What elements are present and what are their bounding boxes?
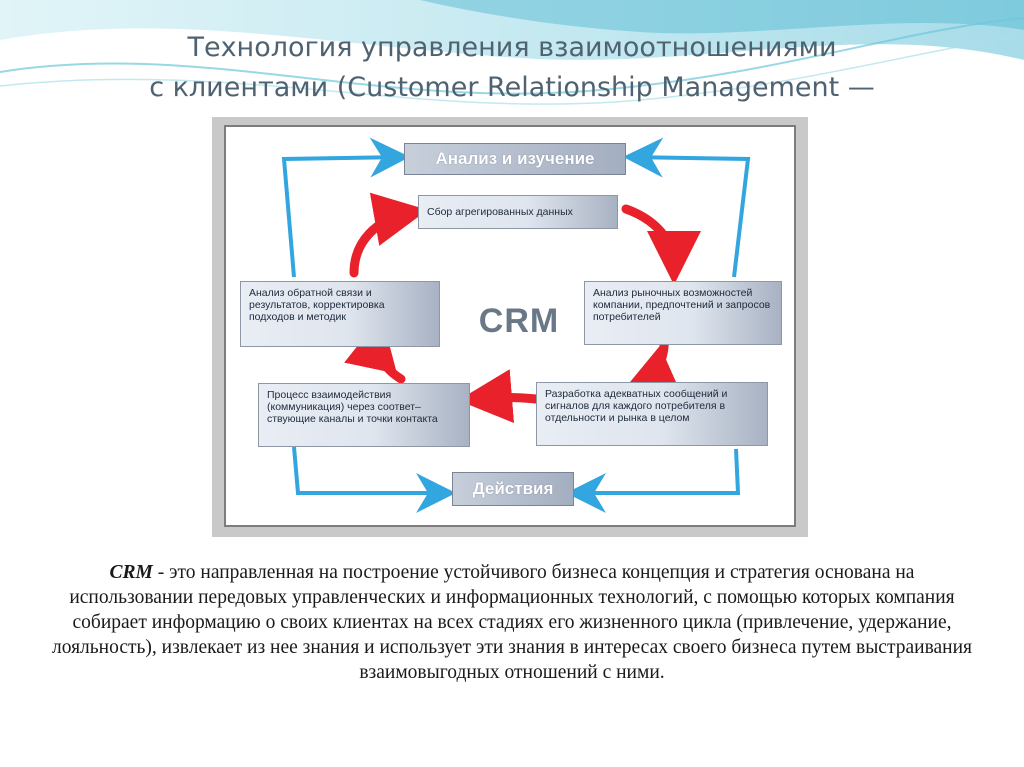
box-interaction: Процесс взаимодействия (коммуникация) че… xyxy=(258,383,470,447)
arrow-left-to-top xyxy=(281,137,410,278)
box-collect-data: Сбор агрегированных данных xyxy=(418,195,618,229)
crm-diagram: Анализ и изучение Сбор агрегированных да… xyxy=(212,117,808,537)
crm-definition: CRM - это направленная на построение уст… xyxy=(50,560,974,685)
arrow-feedback-to-collect xyxy=(349,192,428,278)
arrow-right-to-bottom xyxy=(566,448,741,513)
slide-title: Технология управления взаимоотношениями … xyxy=(0,28,1024,108)
bottom-header-actions: Действия xyxy=(452,472,574,506)
arrow-right-to-top xyxy=(623,137,751,278)
box-market-analysis: Анализ рыночных возможностей компании, п… xyxy=(584,281,782,345)
box-messages: Разработка адекватных сообщений и сигнал… xyxy=(536,382,768,446)
arrow-left-to-bottom xyxy=(292,446,456,513)
crm-center-label: CRM xyxy=(478,302,560,340)
definition-text: - это направленная на построение устойчи… xyxy=(51,562,973,683)
header-wave-decoration xyxy=(0,0,1024,105)
slide-title-line-1: Технология управления взаимоотношениями xyxy=(187,32,837,63)
arrow-collect-to-market xyxy=(621,204,701,285)
crm-diagram-canvas: Анализ и изучение Сбор агрегированных да… xyxy=(224,125,796,527)
arrow-messages-to-interaction xyxy=(458,369,541,424)
slide-title-line-2: с клиентами (Customer Relationship Manag… xyxy=(149,72,875,103)
box-feedback-analysis: Анализ обратной связи и результатов, кор… xyxy=(240,281,440,347)
outer-blue-arrows xyxy=(281,137,751,513)
definition-term: CRM xyxy=(109,562,153,583)
top-header-analysis: Анализ и изучение xyxy=(404,143,626,175)
